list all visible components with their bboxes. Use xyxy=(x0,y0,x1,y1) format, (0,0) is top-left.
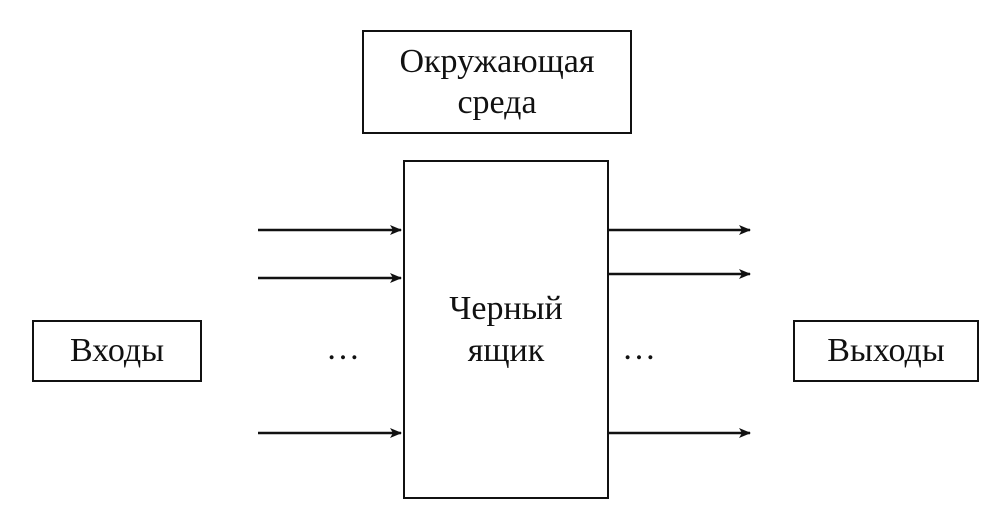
black-box: Черный ящик xyxy=(403,160,609,499)
inputs-box: Входы xyxy=(32,320,202,382)
outputs-ellipsis: … xyxy=(622,330,658,367)
environment-label-line2: среда xyxy=(457,84,537,121)
black-box-label-line1: Черный xyxy=(449,290,563,328)
outputs-box: Выходы xyxy=(793,320,979,382)
outputs-label: Выходы xyxy=(827,332,945,370)
inputs-label: Входы xyxy=(69,332,165,370)
black-box-label-line2: ящик xyxy=(467,331,545,369)
environment-box: Окружающая среда xyxy=(362,30,632,134)
environment-label-line1: Окружающая xyxy=(399,42,595,80)
inputs-ellipsis: … xyxy=(326,330,362,367)
